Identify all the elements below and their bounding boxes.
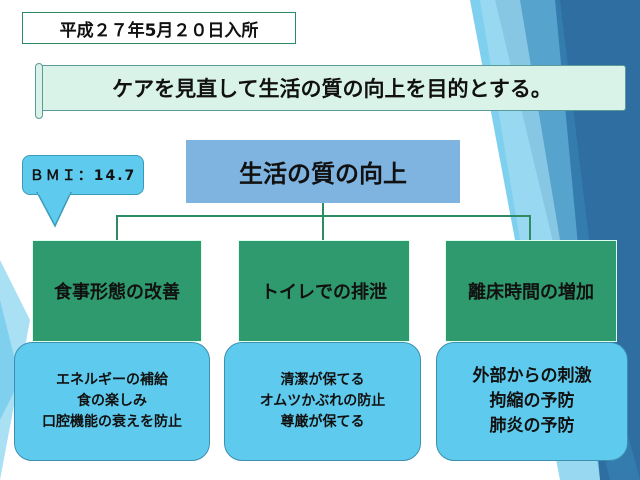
detail-item: 外部からの刺激 xyxy=(472,366,592,386)
connector-line xyxy=(322,215,324,240)
toilet-details-box: 清潔が保てる オムツかぶれの防止 尊厳が保てる xyxy=(224,342,421,461)
goal-banner: ケアを見直して生活の質の向上を目的とする。 xyxy=(35,63,626,119)
admission-date-label: 平成２７年5月２０日入所 xyxy=(22,12,296,44)
detail-item: 口腔機能の衰えを防止 xyxy=(42,414,182,430)
detail-item: 尊厳が保てる xyxy=(280,414,365,430)
connector-line xyxy=(322,203,324,216)
connector-line xyxy=(529,215,531,240)
out-of-bed-details-box: 外部からの刺激 拘縮の予防 肺炎の予防 xyxy=(436,342,628,461)
detail-item: 拘縮の予防 xyxy=(489,391,575,411)
callout-pointer-icon xyxy=(36,192,72,228)
branch-meal-box: 食事形態の改善 xyxy=(32,240,202,342)
detail-item: オムツかぶれの防止 xyxy=(259,393,386,409)
branch-toilet-box: トイレでの排泄 xyxy=(238,240,410,342)
detail-item: 肺炎の予防 xyxy=(489,416,575,436)
bmi-callout: ＢＭＩ：14.7 xyxy=(22,155,144,195)
quality-of-life-box: 生活の質の向上 xyxy=(186,140,460,203)
connector-line xyxy=(116,215,118,240)
detail-item: エネルギーの補給 xyxy=(56,372,168,388)
detail-item: 清潔が保てる xyxy=(280,372,365,388)
meal-details-box: エネルギーの補給 食の楽しみ 口腔機能の衰えを防止 xyxy=(14,342,210,461)
branch-out-of-bed-box: 離床時間の増加 xyxy=(445,240,617,342)
detail-item: 食の楽しみ xyxy=(77,393,147,409)
